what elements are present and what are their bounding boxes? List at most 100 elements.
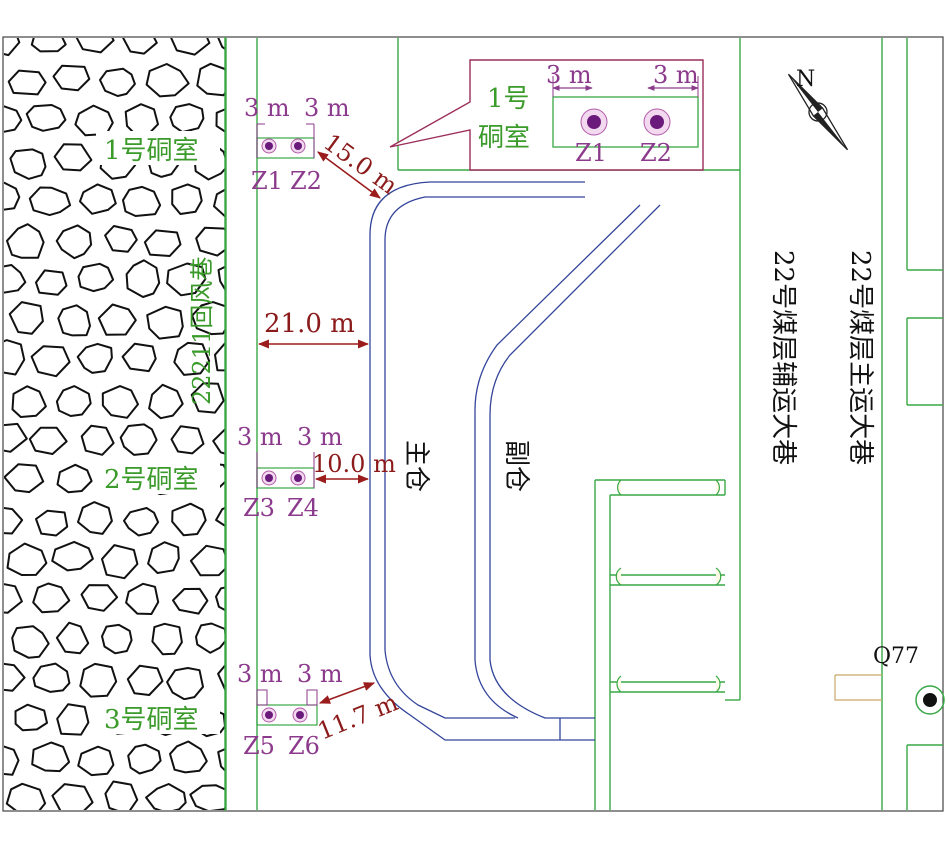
- distance-label-10: 10.0 m: [312, 450, 396, 478]
- chamber-3-spacing-left: 3 m: [237, 660, 283, 688]
- hole-label-z6: Z6: [288, 732, 320, 760]
- hole-label-z2: Z2: [290, 167, 322, 195]
- rock-shape: [80, 584, 119, 612]
- rock-shape: [30, 821, 70, 847]
- hole-label-z5: Z5: [243, 732, 275, 760]
- well-ring: [915, 685, 945, 715]
- borehole-z2: [290, 138, 306, 154]
- silo-outlines: [369, 181, 661, 741]
- chamber-1-spacing-left: 3 m: [244, 94, 290, 122]
- chamber-3-marks: [256, 689, 318, 706]
- rock-shape: [121, 342, 157, 373]
- rock-shape: [31, 741, 71, 773]
- hole-label-z3: Z3: [243, 494, 275, 522]
- rock-shape: [7, 69, 47, 96]
- rock-shape: [236, 65, 277, 93]
- aux-roadway-label: 22号煤层辅运大巷: [768, 250, 798, 465]
- main-roadway-label: 22号煤层主运大巷: [845, 250, 875, 465]
- chamber-2-label: 2号硐室: [104, 465, 199, 495]
- rock-shape: [122, 38, 158, 55]
- inset-label-line2: 硐室: [478, 123, 530, 153]
- rock-shape: [4, 264, 27, 294]
- rock-shape: [30, 345, 71, 378]
- rock-shape: [101, 623, 133, 655]
- rock-shape: [196, 62, 226, 97]
- door-arches: [615, 479, 722, 693]
- borehole-z5: [261, 707, 277, 723]
- chamber-1-marks: [256, 123, 315, 158]
- rock-shape: [51, 783, 94, 810]
- rock-shape: [172, 824, 202, 847]
- hole-label-z1: Z1: [251, 167, 283, 195]
- aux-silo-label: 副仓: [501, 440, 531, 492]
- rock-shape: [237, 627, 270, 655]
- rock-shape: [74, 104, 114, 137]
- chamber-3-spacing-right: 3 m: [297, 660, 343, 688]
- rock-shape: [28, 426, 68, 455]
- rock-shape: [35, 269, 68, 296]
- rock-shape: [55, 224, 93, 260]
- rock-shape: [4, 181, 21, 211]
- rock-shape: [124, 823, 159, 847]
- rock-shape: [212, 427, 226, 456]
- well-pad-outline: [834, 674, 882, 701]
- rock-shape: [189, 784, 226, 810]
- inset-spacing-right: 3 m: [653, 61, 699, 89]
- rock-shape: [76, 342, 113, 374]
- chamber-2-spacing-right: 3 m: [297, 423, 343, 451]
- rock-shape: [119, 423, 158, 456]
- rock-shape: [4, 662, 26, 692]
- rock-shape: [166, 667, 204, 701]
- borehole-z3: [261, 470, 277, 486]
- rock-shape: [125, 259, 161, 298]
- rock-shape: [170, 425, 205, 455]
- rock-shape: [4, 105, 23, 133]
- rock-shape: [4, 339, 26, 376]
- rock-shape: [28, 186, 72, 217]
- inset-label-line1: 1号: [487, 84, 530, 114]
- hole-label-z4: Z4: [287, 494, 319, 522]
- rock-shape: [6, 223, 45, 259]
- chamber-3-label-bg: [96, 700, 220, 734]
- rock-shape: [241, 225, 274, 253]
- rock-shape: [143, 229, 182, 257]
- borehole-group: [261, 138, 308, 723]
- well-label: Q77: [873, 644, 919, 669]
- distance-21-bg: [262, 307, 358, 335]
- rock-shape: [101, 544, 139, 580]
- rock-shape: [171, 183, 203, 215]
- rock-shape: [99, 67, 136, 97]
- chamber-1-label: 1号硐室: [104, 136, 199, 166]
- rock-shape: [122, 185, 162, 217]
- chamber-3-label: 3号硐室: [104, 705, 199, 735]
- rock-shape: [234, 383, 273, 410]
- rock-shape: [145, 783, 187, 810]
- rock-shape: [11, 625, 50, 659]
- rock-shape: [124, 103, 159, 135]
- rock-shape: [127, 743, 162, 775]
- rock-shape: [79, 662, 118, 698]
- main-silo-label: 主仓: [401, 440, 431, 492]
- north-label: N: [796, 67, 815, 92]
- rock-shape: [9, 148, 47, 180]
- rock-shape: [215, 506, 226, 528]
- well-q77-icon: [921, 691, 939, 709]
- rock-shape: [166, 262, 207, 297]
- rock-shape: [190, 382, 225, 414]
- borehole-z1: [261, 138, 277, 154]
- rock-shape: [217, 265, 226, 292]
- rock-shape: [123, 507, 160, 537]
- rock-shape: [4, 583, 23, 614]
- rock-shape: [214, 342, 226, 372]
- rock-shape: [75, 38, 115, 54]
- chamber-1-spacing-right: 3 m: [304, 94, 350, 122]
- rock-shape: [213, 188, 226, 219]
- rock-shape: [145, 63, 190, 98]
- rock-shape: [191, 301, 226, 336]
- rock-shape: [4, 463, 45, 494]
- inset-borehole-z2: [643, 108, 671, 136]
- borehole-z4: [290, 470, 306, 486]
- dim-line-11-7: [318, 682, 376, 704]
- inset-hole-label-z1: Z1: [575, 139, 607, 167]
